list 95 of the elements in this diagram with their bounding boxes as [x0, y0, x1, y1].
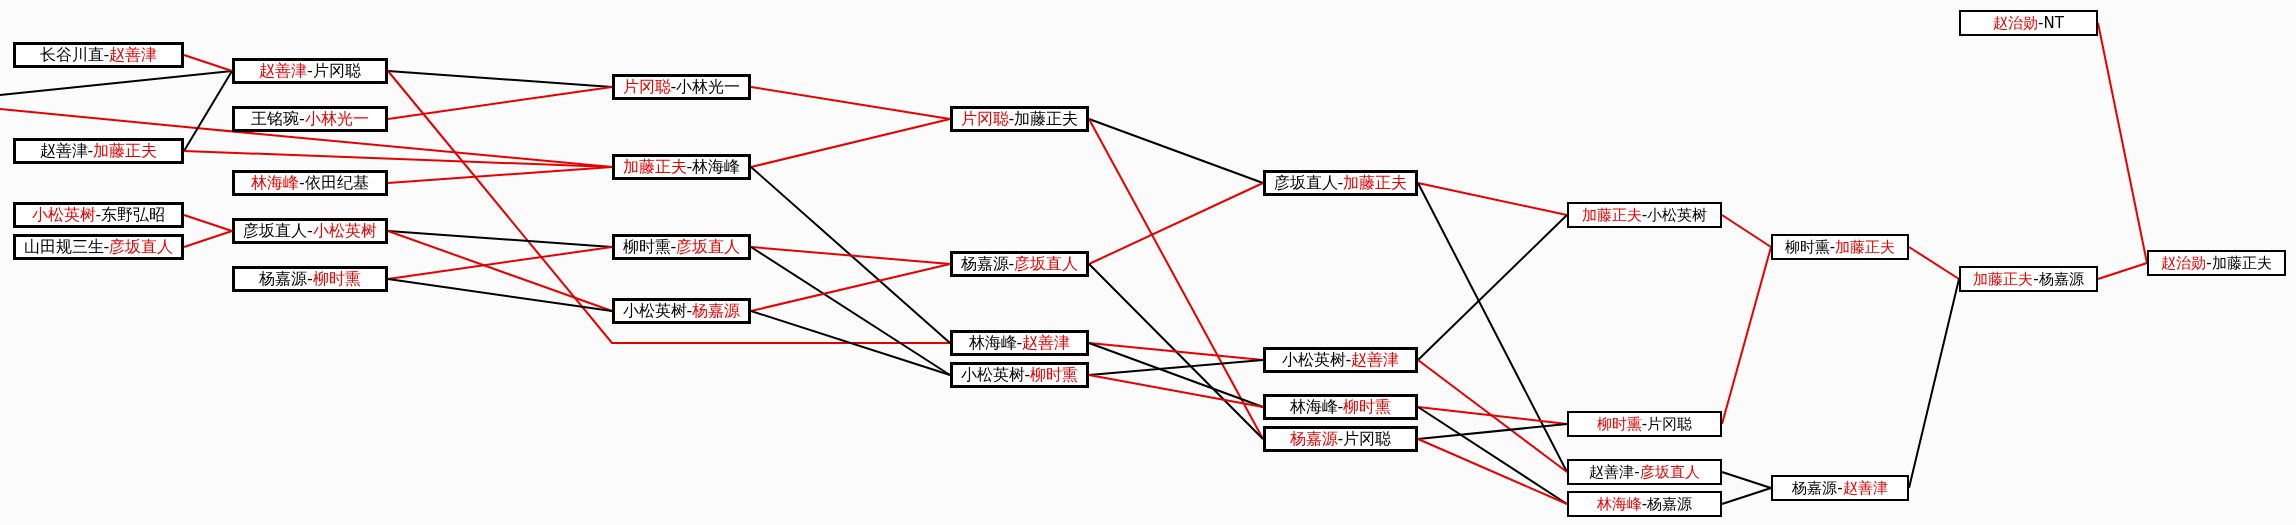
match-box: [13, 234, 184, 260]
match-label: 赵治勋-加藤正夫: [2161, 254, 2272, 272]
bracket-line: [2097, 262, 2148, 280]
bracket-line: [750, 246, 951, 265]
match-box: [1263, 394, 1418, 420]
bracket-line: [1088, 263, 1264, 440]
bracket-line: [0, 70, 233, 96]
match-box: [232, 170, 388, 196]
match-label: 林海峰-赵善津: [968, 334, 1071, 352]
match-label: 柳时熏-彦坂直人: [622, 238, 741, 256]
match-box: [13, 42, 184, 68]
bracket-line: [387, 70, 951, 344]
bracket-line: [750, 118, 951, 168]
match-label: 杨嘉源-片冈聪: [1289, 430, 1392, 448]
match-box: [612, 298, 751, 324]
match-label: 小松英树-柳时熏: [960, 366, 1079, 384]
bracket-line: [1417, 406, 1568, 505]
match-box: [1567, 411, 1722, 437]
bracket-line: [750, 263, 951, 312]
match-label: 柳时熏-加藤正夫: [1784, 238, 1896, 256]
match-box: [950, 362, 1089, 388]
match-box: [1263, 170, 1418, 196]
match-label: 加藤正夫-小松英树: [1581, 206, 1708, 224]
match-label: 山田规三生-彦坂直人: [23, 238, 174, 256]
bracket-line: [387, 278, 613, 312]
match-box: [1771, 475, 1909, 501]
bracket-line: [387, 86, 613, 120]
match-box: [1263, 426, 1418, 452]
match-label: 赵善津-彦坂直人: [1589, 463, 1700, 481]
match-label: 杨嘉源-柳时熏: [259, 270, 361, 288]
bracket-line: [1721, 487, 1772, 505]
bracket-line: [1088, 374, 1264, 408]
bracket-line: [1417, 359, 1568, 473]
bracket-line: [1088, 342, 1264, 408]
match-box: [950, 330, 1089, 356]
bracket-line: [183, 70, 233, 152]
match-label: 赵治勋-NT: [1993, 14, 2064, 32]
bracket-line: [750, 310, 951, 376]
bracket-line: [1417, 438, 1568, 505]
match-box: [950, 106, 1089, 132]
match-label: 杨嘉源-彦坂直人: [960, 255, 1079, 273]
bracket-line: [1417, 182, 1568, 473]
bracket-line: [183, 214, 233, 232]
match-label: 小松英树-杨嘉源: [622, 302, 741, 320]
match-box: [612, 154, 751, 180]
match-box: [232, 106, 388, 132]
bracket-line: [1417, 423, 1568, 440]
match-label: 长谷川直-赵善津: [39, 46, 158, 64]
match-label: 彦坂直人-加藤正夫: [1273, 174, 1408, 192]
match-box: [1771, 234, 1909, 260]
bracket-line: [750, 166, 951, 344]
match-box: [1263, 347, 1418, 373]
match-label: 林海峰-杨嘉源: [1596, 495, 1693, 513]
match-label: 加藤正夫-杨嘉源: [1973, 270, 2084, 288]
match-label: 赵善津-加藤正夫: [39, 142, 158, 160]
match-label: 杨嘉源-赵善津: [1792, 479, 1888, 497]
match-label: 彦坂直人-小松英树: [243, 222, 377, 240]
match-box: [1567, 491, 1722, 517]
match-box: [1567, 459, 1722, 485]
bracket-line: [183, 54, 233, 72]
match-label: 加藤正夫-林海峰: [622, 158, 741, 176]
match-label: 片冈聪-小林光一: [622, 78, 741, 96]
match-box: [1567, 202, 1722, 228]
match-box: [612, 234, 751, 260]
bracket-line: [1721, 214, 1772, 248]
bracket-line: [1088, 118, 1264, 184]
match-label: 王铭琬-小林光一: [251, 110, 369, 128]
match-box: [232, 218, 388, 244]
bracket-line: [1417, 214, 1568, 361]
match-box: [612, 74, 751, 100]
bracket-line: [387, 230, 613, 312]
match-label: 林海峰-柳时熏: [1289, 398, 1392, 416]
bracket-line: [1417, 182, 1568, 216]
match-box: [1959, 266, 2098, 292]
match-box: [2147, 250, 2286, 276]
match-label: 林海峰-依田纪基: [251, 174, 369, 192]
bracket-line: [1908, 246, 1960, 280]
match-label: 片冈聪-加藤正夫: [960, 110, 1079, 128]
match-box: [1959, 10, 2098, 36]
match-box: [232, 266, 388, 292]
bracket-line: [1088, 118, 1264, 440]
match-box: [13, 202, 184, 228]
match-label: 赵善津-片冈聪: [259, 62, 361, 80]
bracket-line: [1088, 182, 1264, 265]
bracket-line: [750, 86, 951, 120]
bracket-line: [750, 246, 951, 376]
match-box: [232, 58, 388, 84]
match-label: 小松英树-赵善津: [1281, 351, 1400, 369]
match-box: [13, 138, 184, 164]
bracket-line: [183, 230, 233, 248]
match-label: 小松英树-东野弘昭: [31, 206, 166, 224]
match-box: [950, 251, 1089, 277]
match-label: 柳时熏-片冈聪: [1596, 415, 1693, 433]
bracket-line: [1721, 471, 1772, 489]
bracket-line: [387, 166, 613, 184]
